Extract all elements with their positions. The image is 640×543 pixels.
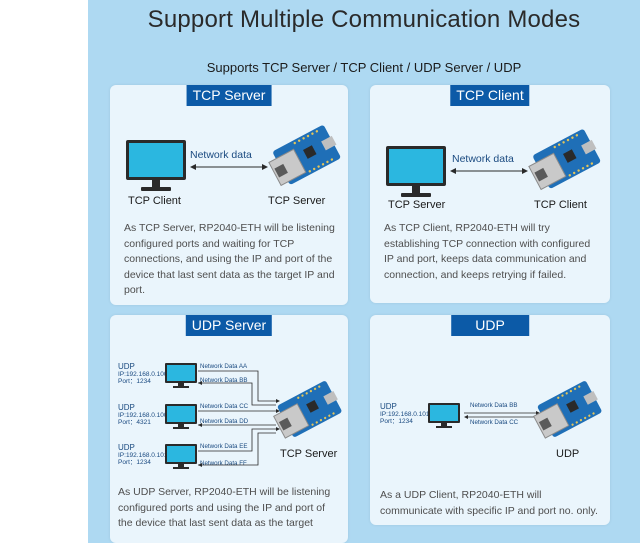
monitor-icon bbox=[428, 403, 460, 428]
monitor-icon bbox=[165, 444, 197, 469]
rp2040-eth-board-icon bbox=[533, 381, 602, 439]
tcp-server-title: TCP Server bbox=[186, 85, 272, 106]
network-data-label: Network Data BB bbox=[200, 377, 248, 384]
rp2040-eth-board-icon bbox=[268, 125, 341, 187]
connection-lines bbox=[464, 411, 540, 419]
udp-port: Port：4321 bbox=[118, 419, 151, 426]
network-data-label: Network Data FF bbox=[200, 460, 247, 467]
rp2040-eth-board-icon bbox=[528, 129, 601, 191]
udp-client-id: UDP IP:192.168.0.100 Port：4321 bbox=[118, 404, 168, 427]
udp-ip: IP:192.168.0.100 bbox=[118, 411, 168, 419]
udp-port: Port：1234 bbox=[380, 418, 413, 425]
double-arrow-icon bbox=[190, 164, 268, 170]
monitor-icon bbox=[126, 140, 186, 191]
rp2040-eth-board-icon bbox=[273, 381, 342, 439]
network-data-label: Network Data DD bbox=[200, 418, 249, 425]
udp-server-description: As UDP Server, RP2040-ETH will be listen… bbox=[118, 486, 331, 530]
network-data-label: Network Data CC bbox=[470, 419, 519, 426]
network-data-label: Network Data AA bbox=[200, 363, 248, 370]
tcp-server-label: TCP Server bbox=[268, 195, 326, 207]
connection-lines bbox=[198, 370, 280, 467]
udp-client-id: UDP IP:192.168.0.101 Port：1234 bbox=[118, 444, 168, 467]
network-data-label: Network Data BB bbox=[470, 402, 518, 409]
tcp-server-card: TCP Server TCP Client Network data bbox=[110, 85, 348, 305]
tcp-client-description: As TCP Client, RP2040-ETH will try estab… bbox=[384, 222, 591, 281]
network-data-label: Network data bbox=[452, 153, 514, 165]
tcp-server-label: TCP Server bbox=[388, 199, 446, 211]
udp-title: UDP bbox=[451, 315, 529, 336]
udp-name: UDP bbox=[380, 402, 397, 411]
network-data-label: Network Data EE bbox=[200, 443, 248, 450]
udp-client-id: UDP IP:192.168.0.101 Port：1234 bbox=[380, 403, 430, 426]
udp-name: UDP bbox=[118, 443, 135, 452]
udp-ip: IP:192.168.0.101 bbox=[380, 410, 430, 418]
udp-name: UDP bbox=[118, 403, 135, 412]
page-subtitle: Supports TCP Server / TCP Client / UDP S… bbox=[206, 60, 522, 75]
udp-port: Port：1234 bbox=[118, 459, 151, 466]
network-data-label: Network data bbox=[190, 149, 252, 161]
tcp-client-title: TCP Client bbox=[450, 85, 530, 106]
udp-ip: IP:192.168.0.100 bbox=[118, 370, 168, 378]
tcp-client-card: TCP Client TCP Server Network data bbox=[370, 85, 610, 303]
udp-server-title: UDP Server bbox=[185, 315, 273, 336]
udp-client-id: UDP IP:192.168.0.100 Port：1234 bbox=[118, 363, 168, 386]
network-data-label: Network Data CC bbox=[200, 403, 249, 410]
tcp-server-description: As TCP Server, RP2040-ETH will be listen… bbox=[124, 222, 335, 297]
monitor-icon bbox=[165, 404, 197, 429]
tcp-client-label: TCP Client bbox=[534, 199, 587, 211]
udp-server-card: UDP Server UDP IP:192.168.0.100 Port：123… bbox=[110, 315, 348, 543]
udp-ip: IP:192.168.0.101 bbox=[118, 451, 168, 459]
udp-port: Port：1234 bbox=[118, 378, 151, 385]
tcp-server-label: TCP Server bbox=[280, 448, 338, 460]
udp-label: UDP bbox=[556, 448, 580, 460]
page-title: Support Multiple Communication Modes bbox=[147, 6, 581, 33]
double-arrow-icon bbox=[450, 168, 528, 174]
monitor-icon bbox=[165, 363, 197, 388]
udp-name: UDP bbox=[118, 362, 135, 371]
udp-card: UDP UDP IP:192.168.0.101 Port：1234 Netwo… bbox=[370, 315, 610, 525]
main-panel: Support Multiple Communication Modes Sup… bbox=[88, 0, 640, 543]
udp-description: As a UDP Client, RP2040-ETH will communi… bbox=[380, 489, 598, 517]
monitor-icon bbox=[386, 146, 446, 197]
tcp-client-label: TCP Client bbox=[128, 195, 181, 207]
